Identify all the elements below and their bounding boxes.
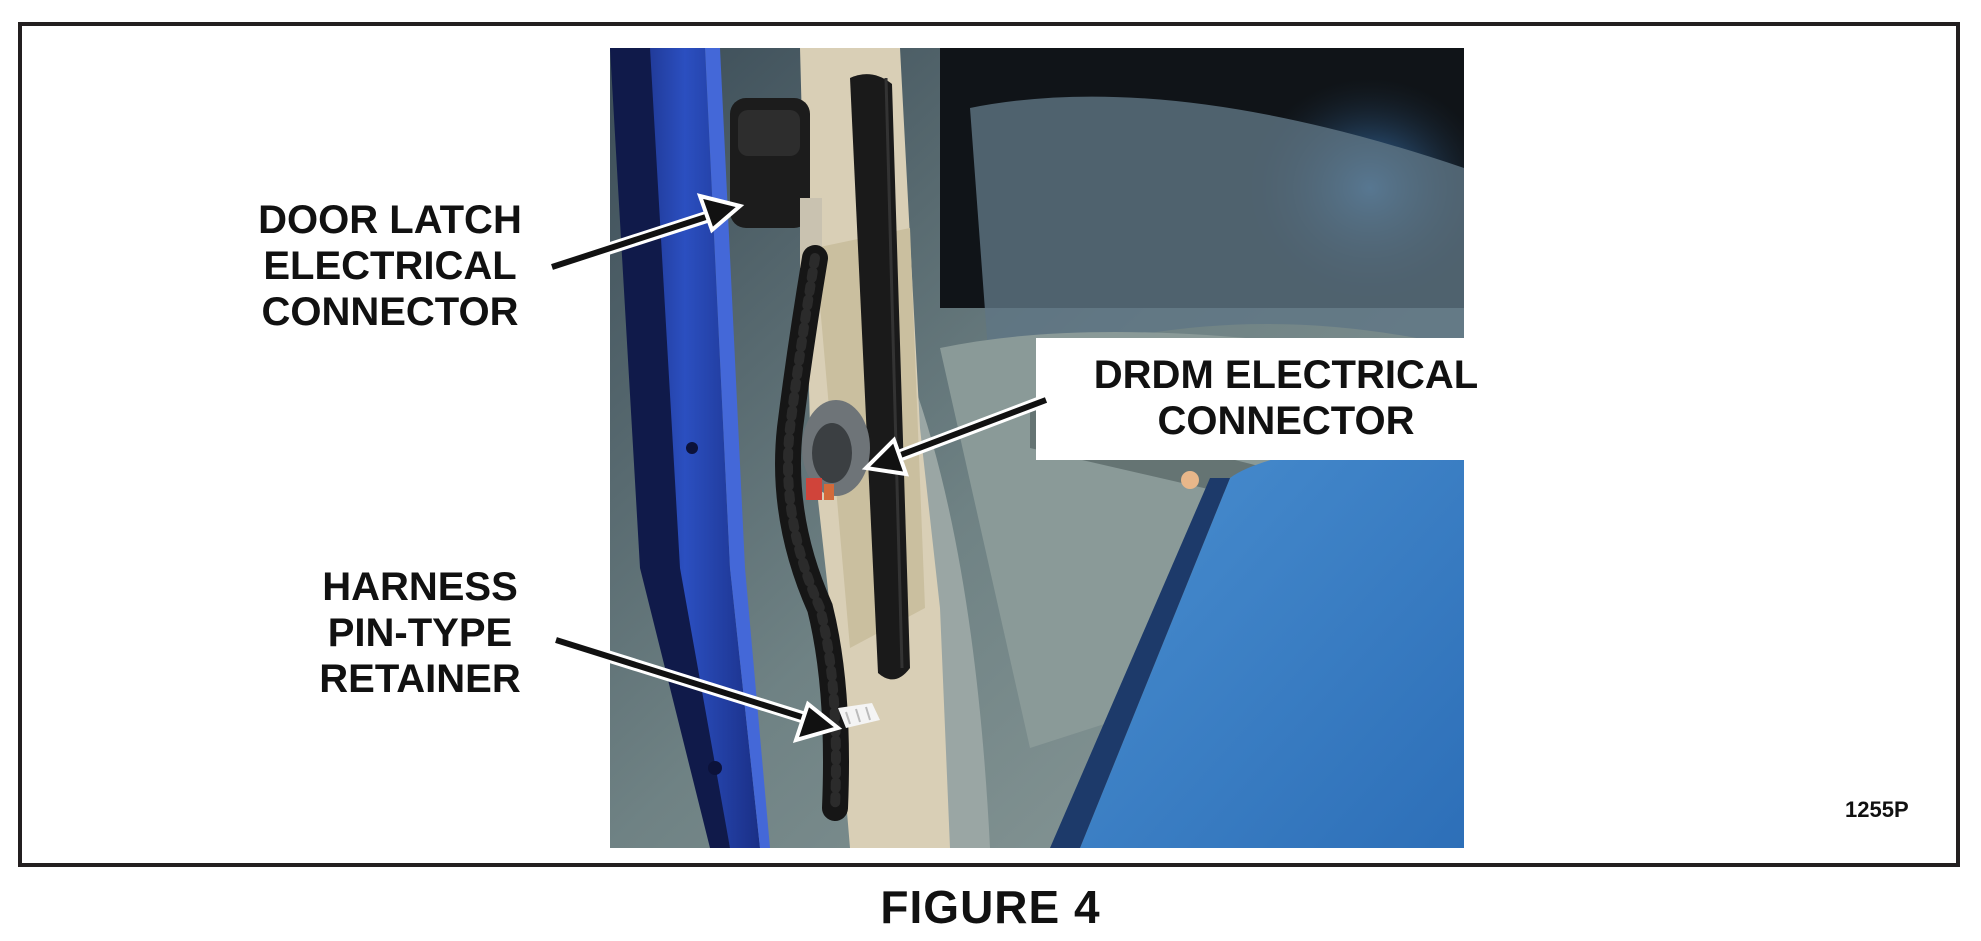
callout-drdm-electrical-connector: DRDM ELECTRICAL CONNECTOR	[1036, 338, 1536, 460]
figure-caption: FIGURE 4	[880, 881, 1101, 933]
callout-line: DRDM ELECTRICAL	[1093, 353, 1479, 397]
callout-line: RETAINER	[319, 657, 521, 701]
callout-door-latch-electrical-connector: DOOR LATCH ELECTRICAL CONNECTOR	[240, 197, 540, 335]
callout-line: HARNESS	[322, 565, 518, 609]
callout-line: CONNECTOR	[1157, 399, 1415, 443]
callout-line: PIN-TYPE	[327, 611, 513, 655]
callout-line: DOOR LATCH	[258, 198, 522, 242]
reference-code: 1255P	[1845, 797, 1909, 822]
callout-harness-pin-type-retainer: HARNESS PIN-TYPE RETAINER	[290, 564, 550, 702]
callout-line: CONNECTOR	[261, 290, 519, 334]
callout-line: ELECTRICAL	[263, 244, 517, 288]
